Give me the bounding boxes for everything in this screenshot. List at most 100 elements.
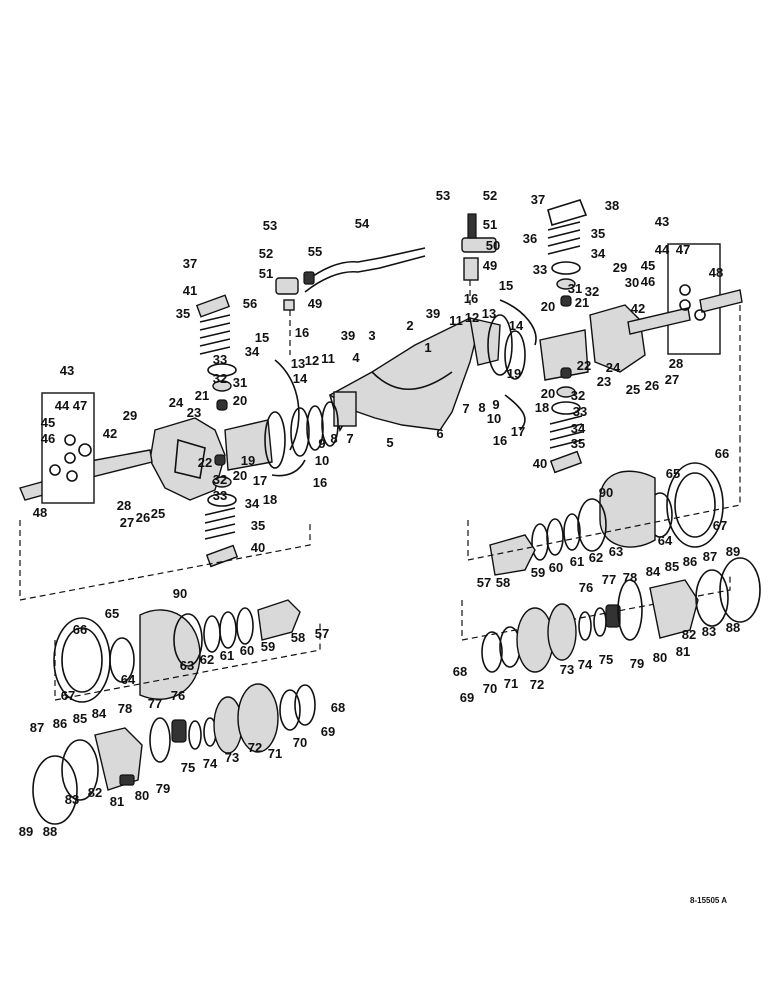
callout-label: 16 [464, 291, 478, 306]
callout-label: 34 [571, 421, 586, 436]
callout-label: 45 [641, 258, 655, 273]
callout-label: 22 [198, 455, 212, 470]
callout-label: 49 [308, 296, 322, 311]
callout-label: 21 [195, 388, 209, 403]
callout-label: 81 [110, 794, 124, 809]
callout-label: 90 [599, 485, 613, 500]
callout-label: 84 [646, 564, 661, 579]
callout-label: 47 [676, 242, 690, 257]
callout-label: 86 [53, 716, 67, 731]
callout-label: 58 [291, 630, 305, 645]
callout-label: 35 [571, 436, 585, 451]
callout-label: 63 [180, 658, 194, 673]
callout-label: 85 [665, 559, 679, 574]
callout-label: 83 [702, 624, 716, 639]
callout-label: 26 [645, 378, 659, 393]
callout-label: 62 [200, 652, 214, 667]
callout-label: 33 [533, 262, 547, 277]
callout-label: 13 [482, 306, 496, 321]
callout-label: 31 [233, 375, 247, 390]
callout-label: 22 [577, 358, 591, 373]
callout-label: 50 [486, 238, 500, 253]
callout-label: 32 [213, 472, 227, 487]
callout-label: 35 [176, 306, 190, 321]
callout-label: 70 [483, 681, 497, 696]
callout-label: 61 [570, 554, 584, 569]
callout-label: 33 [213, 352, 227, 367]
callout-label: 61 [220, 648, 234, 663]
callout-label: 20 [233, 393, 247, 408]
callout-label: 51 [259, 266, 273, 281]
callout-label: 39 [426, 306, 440, 321]
callout-label: 87 [703, 549, 717, 564]
callout-label: 25 [626, 382, 640, 397]
callout-label: 74 [578, 657, 593, 672]
callout-label: 16 [493, 433, 507, 448]
callout-label: 82 [88, 785, 102, 800]
callout-label: 69 [460, 690, 474, 705]
callout-label: 74 [203, 756, 218, 771]
callout-label: 47 [73, 398, 87, 413]
callout-label: 35 [591, 226, 605, 241]
callout-label: 71 [268, 746, 282, 761]
callout-label: 20 [541, 386, 555, 401]
callout-label: 32 [585, 284, 599, 299]
callout-label: 90 [173, 586, 187, 601]
callout-label: 46 [41, 431, 55, 446]
callout-label: 11 [449, 313, 463, 328]
callout-label: 39 [341, 328, 355, 343]
callout-label: 89 [19, 824, 33, 839]
callout-label: 76 [171, 688, 185, 703]
callout-label: 20 [233, 468, 247, 483]
callout-label: 19 [507, 366, 521, 381]
callout-label: 54 [355, 216, 370, 231]
callout-label: 81 [676, 644, 690, 659]
callout-label: 85 [73, 711, 87, 726]
callout-label: 83 [65, 792, 79, 807]
callout-label: 40 [533, 456, 547, 471]
callout-label: 34 [591, 246, 606, 261]
callout-label: 28 [117, 498, 131, 513]
callout-label: 42 [103, 426, 117, 441]
callout-label: 57 [315, 626, 329, 641]
callout-label: 56 [243, 296, 257, 311]
callout-label: 15 [499, 278, 513, 293]
callout-label: 41 [183, 283, 197, 298]
callout-label: 88 [43, 824, 57, 839]
callout-label: 7 [346, 431, 353, 446]
callout-label: 70 [293, 735, 307, 750]
callout-label: 72 [530, 677, 544, 692]
callout-label: 68 [453, 664, 467, 679]
callout-label: 48 [33, 505, 47, 520]
callout-label: 35 [251, 518, 265, 533]
callout-label: 60 [240, 643, 254, 658]
callout-label: 33 [573, 404, 587, 419]
callout-label: 32 [213, 371, 227, 386]
diagram-code: 8-15505 A [690, 896, 727, 905]
callout-label: 9 [492, 397, 499, 412]
right-upper-spring-stack [547, 199, 588, 307]
callout-label: 88 [726, 620, 740, 635]
callout-label: 29 [613, 260, 627, 275]
callout-label: 43 [60, 363, 74, 378]
callout-label: 29 [123, 408, 137, 423]
callout-label: 17 [253, 473, 267, 488]
callout-label: 7 [462, 401, 469, 416]
callout-label: 8 [330, 431, 337, 446]
callout-label: 1 [424, 340, 431, 355]
callout-label: 44 [655, 242, 670, 257]
callout-label: 49 [483, 258, 497, 273]
callout-label: 34 [245, 344, 260, 359]
callout-label: 82 [682, 627, 696, 642]
callout-label: 59 [261, 639, 275, 654]
steering-arm-and-tie-rod [275, 247, 426, 311]
callout-label: 66 [73, 622, 87, 637]
callout-label: 10 [315, 453, 329, 468]
callout-label: 27 [665, 372, 679, 387]
callout-label: 11 [321, 351, 335, 366]
callout-label: 42 [631, 301, 645, 316]
callout-label: 14 [509, 318, 524, 333]
callout-label: 23 [597, 374, 611, 389]
